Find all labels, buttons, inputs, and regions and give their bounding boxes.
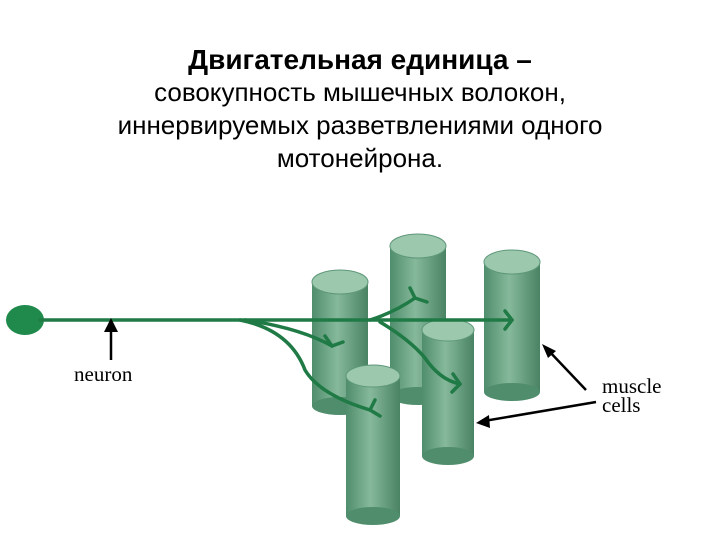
muscle-label-line-1: muscle [602,374,661,398]
slide-title: Двигательная единица – [188,44,532,75]
definition-line-3: мотонейрона. [276,143,444,173]
definition-line-2: иннервируемых разветвлениями одного [117,110,603,140]
neuron-cell-body [6,305,44,335]
muscle-label-line-2: cells [602,393,640,417]
neuron-pointer-arrow [104,318,118,360]
title-block: Двигательная единица – совокупность мыше… [0,38,720,175]
neuron-label: neuron [74,362,133,386]
muscle-cell-front-left [345,364,401,525]
definition-line-1: совокупность мышечных волокон, [154,77,566,107]
muscle-cell-front-right [421,318,475,465]
muscle-pointer-arrows [476,344,597,428]
axon [38,286,514,418]
muscle-cell-back-right [483,249,541,401]
